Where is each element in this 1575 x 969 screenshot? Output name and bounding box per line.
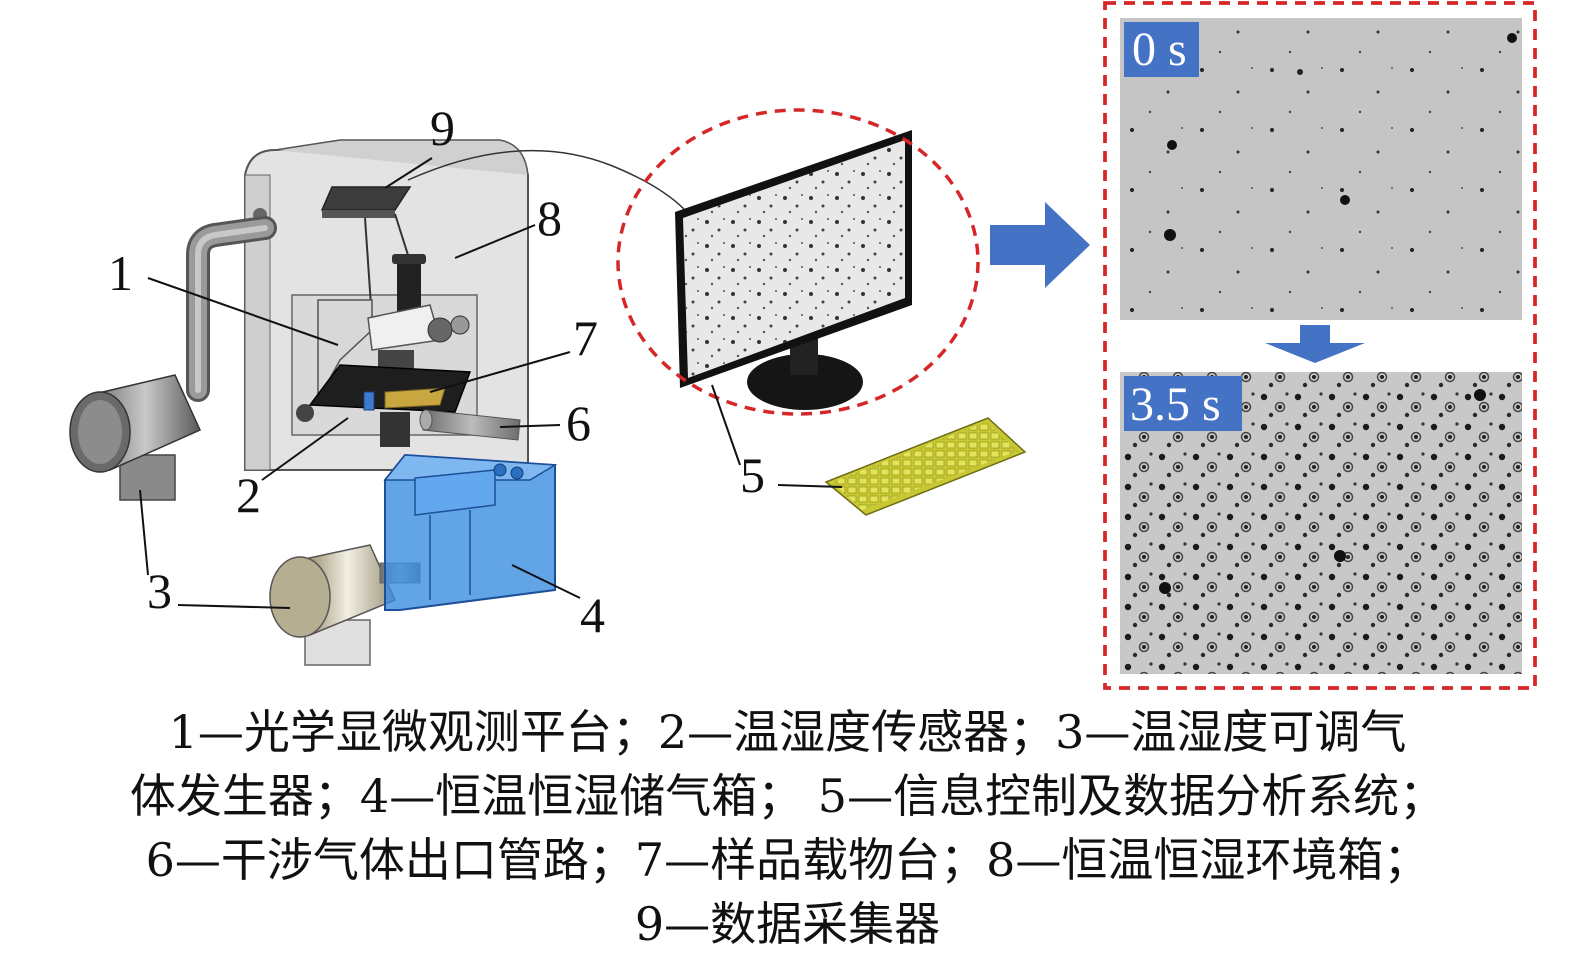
label-bg-0s [1124,22,1199,77]
monitor-highlight-ellipse [616,108,980,416]
figure-caption: 1—光学显微观测平台；2—温湿度传感器；3—温湿度可调气 体发生器；4—恒温恒湿… [0,700,1575,956]
droplet-image-3-5s: 3.5 s [1120,372,1522,674]
leader-lines [139,157,843,609]
callout-6: 6 [566,395,591,451]
caption-line-1: 1—光学显微观测平台；2—温湿度传感器；3—温湿度可调气 [168,705,1407,759]
callout-7: 7 [573,310,598,366]
signal-cable [407,149,686,211]
keyboard [824,417,1027,516]
caption-line-2: 体发生器；4—恒温恒湿储气箱； 5—信息控制及数据分析系统； [129,769,1446,823]
gas-outlet-pipe [419,409,521,441]
gas-generator-dark [69,374,201,501]
callout-5: 5 [740,447,765,503]
droplet-image-0s: 0 s [1120,18,1522,320]
monitor [675,130,912,410]
callout-8: 8 [537,190,562,246]
callout-2: 2 [236,467,261,523]
callout-1: 1 [108,245,133,301]
callout-4: 4 [580,587,605,643]
down-arrow [1265,325,1365,363]
gas-storage-tank [383,453,558,611]
supply-pipe [186,216,277,402]
time-label-3-5s: 3.5 s [1130,378,1221,431]
caption-line-4: 9—数据采集器 [634,897,941,951]
right-arrow [990,202,1090,288]
callout-9: 9 [430,100,455,156]
time-label-0s: 0 s [1132,23,1187,76]
callout-3: 3 [147,563,172,619]
environment-chamber [244,139,529,471]
sample-stage [308,364,472,447]
label-bg-3-5s [1124,376,1242,431]
caption-line-3: 6—干涉气体出口管路；7—样品载物台；8—恒温恒湿环境箱； [145,833,1430,887]
data-collector [320,186,412,321]
